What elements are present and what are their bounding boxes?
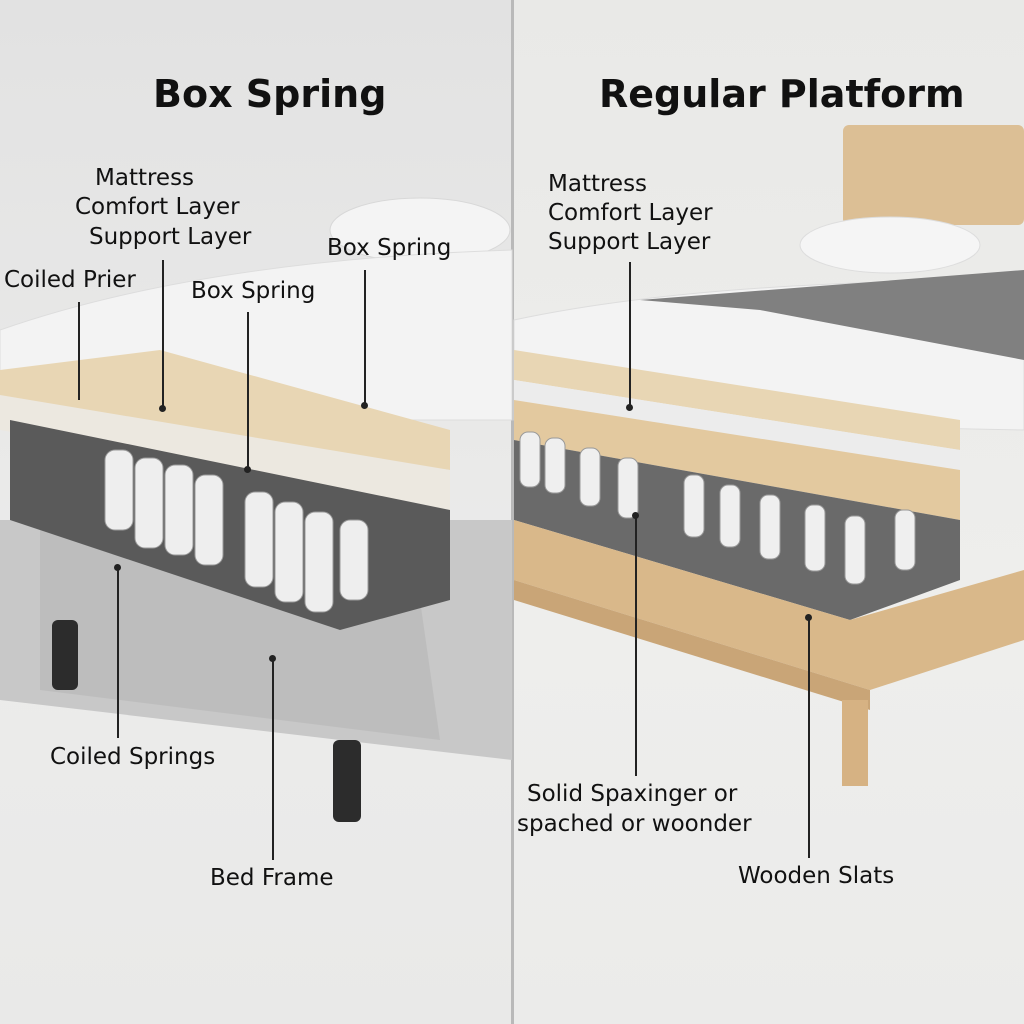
label-wooden-slats: Wooden Slats [738, 863, 895, 889]
bed-leg [842, 700, 868, 786]
bed-leg [52, 620, 78, 690]
label-comfort-layer-platform: Comfort Layer [548, 200, 713, 226]
leader-line [808, 618, 810, 858]
frame-rail [514, 580, 870, 710]
label-solid-line1: Solid Spaxinger or [527, 781, 738, 807]
support-layer [514, 380, 960, 470]
label-comfort-layer: Comfort Layer [75, 194, 240, 220]
coils [519, 431, 916, 585]
leader-dot [159, 405, 166, 412]
label-mattress: Mattress [95, 165, 195, 191]
gray-blanket [640, 270, 1024, 360]
label-mattress-platform: Mattress [548, 171, 648, 197]
leader-line [162, 260, 164, 408]
label-bed-frame: Bed Frame [210, 865, 334, 891]
leader-dot [805, 614, 812, 621]
coils [104, 449, 369, 613]
label-box-spring-middle: Box Spring [191, 278, 316, 304]
leader-dot [244, 466, 251, 473]
comfort-layer [514, 350, 960, 450]
label-support-layer-platform: Support Layer [548, 229, 711, 255]
label-solid-line2: spached or woonder [517, 811, 752, 837]
leader-line [78, 302, 80, 400]
label-coiled-springs: Coiled Springs [50, 744, 216, 770]
wooden-frame [514, 520, 1024, 690]
leader-line [272, 660, 274, 860]
leader-dot [632, 512, 639, 519]
leader-dot [269, 655, 276, 662]
leader-line [247, 312, 249, 470]
label-box-spring-upper: Box Spring [327, 235, 452, 261]
leader-dot [626, 404, 633, 411]
label-coiled-prier: Coiled Prier [4, 267, 136, 293]
leader-line [629, 262, 631, 407]
leader-line [635, 516, 637, 776]
panel-divider [511, 0, 514, 1024]
leader-line [364, 270, 366, 405]
leader-dot [114, 564, 121, 571]
label-support-layer: Support Layer [89, 224, 252, 250]
bed-leg [333, 740, 361, 822]
headboard [843, 125, 1024, 225]
leader-line [117, 568, 119, 738]
box-spring-bed-illustration [0, 197, 513, 822]
platform-bed-illustration [513, 125, 1024, 786]
box-spring-side [40, 530, 440, 740]
foam-layer [514, 400, 960, 520]
support-layer [0, 395, 450, 510]
platform-title: Regular Platform [599, 72, 965, 116]
box-spring-title: Box Spring [153, 72, 387, 116]
comfort-layer-foam [0, 350, 450, 470]
pillow [799, 216, 981, 274]
leader-dot [361, 402, 368, 409]
